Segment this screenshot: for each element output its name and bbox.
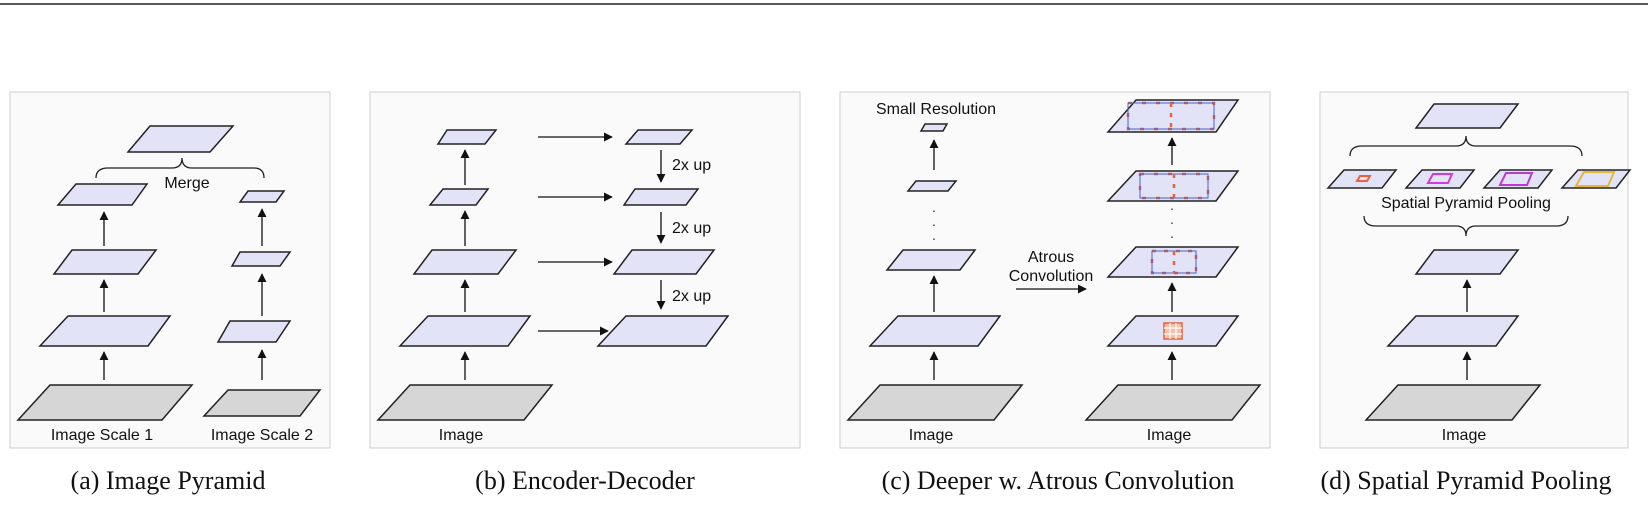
ellipsis-dots: · [932,216,937,232]
pooling-plane [1326,169,1398,189]
small-resolution-label: Small Resolution [876,101,996,118]
decoder-plane [624,129,694,145]
spp-label: Spatial Pyramid Pooling [1381,195,1551,212]
encoder-plane [398,315,532,347]
image-label: Image [439,427,484,444]
atrous-kernel-rate-1 [1163,322,1183,340]
caption-d: (d) Spatial Pyramid Pooling [1320,466,1611,495]
atrous-label-line-1: Atrous [1028,249,1074,266]
decoder-plane [622,188,700,206]
pool-bin-2 [1426,173,1454,184]
encoder-plane [412,249,518,275]
caption-c: (c) Deeper w. Atrous Convolution [882,466,1235,495]
upsample-label: 2x up [672,157,711,174]
feature-plane [885,249,977,271]
encoder-plane [436,129,498,145]
image-plane [376,384,554,421]
feature-plane [1386,315,1520,347]
feature-plane [1414,249,1520,275]
pool-bin-3 [1498,172,1534,186]
feature-plane [230,251,292,267]
image-label: Image [909,427,954,444]
panel-c: · · · · · · Atrous Convoluti [846,99,1262,444]
upsample-label: 2x up [672,288,711,305]
merge-label: Merge [164,175,209,192]
feature-plane [216,320,292,343]
merge-brace [95,157,265,179]
feature-plane [56,183,149,206]
feature-plane [906,180,958,192]
image-scale-1-plane [16,384,194,421]
small-resolution-plane [919,123,949,132]
ellipsis-dots: · [1170,228,1175,244]
feature-plane [38,315,172,347]
atrous-label-line-2: Convolution [1009,268,1094,285]
caption-a: (a) Image Pyramid [71,466,266,495]
decoder-plane [596,315,730,347]
ellipsis-dots: · [1170,200,1175,216]
image-plane [1364,384,1542,421]
feature-plane [52,249,158,275]
pooling-plane [1404,169,1476,189]
image-scale-2-plane [202,389,322,417]
caption-b: (b) Encoder-Decoder [475,466,695,495]
panel-d: Spatial Pyramid Pooling Image [1326,103,1632,444]
encoder-plane [428,188,490,206]
image-plane [1084,384,1262,421]
ellipsis-dots: · [1170,214,1175,230]
feature-plane [238,190,286,203]
merged-plane [126,125,235,153]
panel-a: Merge Image Scale 1 Image Scale 2 [16,125,322,444]
upsample-label: 2x up [672,220,711,237]
atrous-plane [1106,99,1240,133]
panel-b: 2x up 2x up 2x up Image [376,129,730,444]
pool-bin-1 [1355,175,1372,182]
ellipsis-dots: · [932,202,937,218]
output-plane [1414,103,1520,129]
ellipsis-dots: · [932,230,937,246]
image-scale-2-label: Image Scale 2 [211,427,313,444]
feature-plane [868,315,1002,347]
pool-bin-4 [1574,171,1616,187]
image-plane [846,384,1024,421]
image-scale-1-label: Image Scale 1 [51,427,153,444]
top-brace [1349,135,1583,157]
image-label: Image [1147,427,1192,444]
image-label: Image [1442,427,1487,444]
decoder-plane [612,249,716,275]
bottom-brace [1363,215,1569,237]
